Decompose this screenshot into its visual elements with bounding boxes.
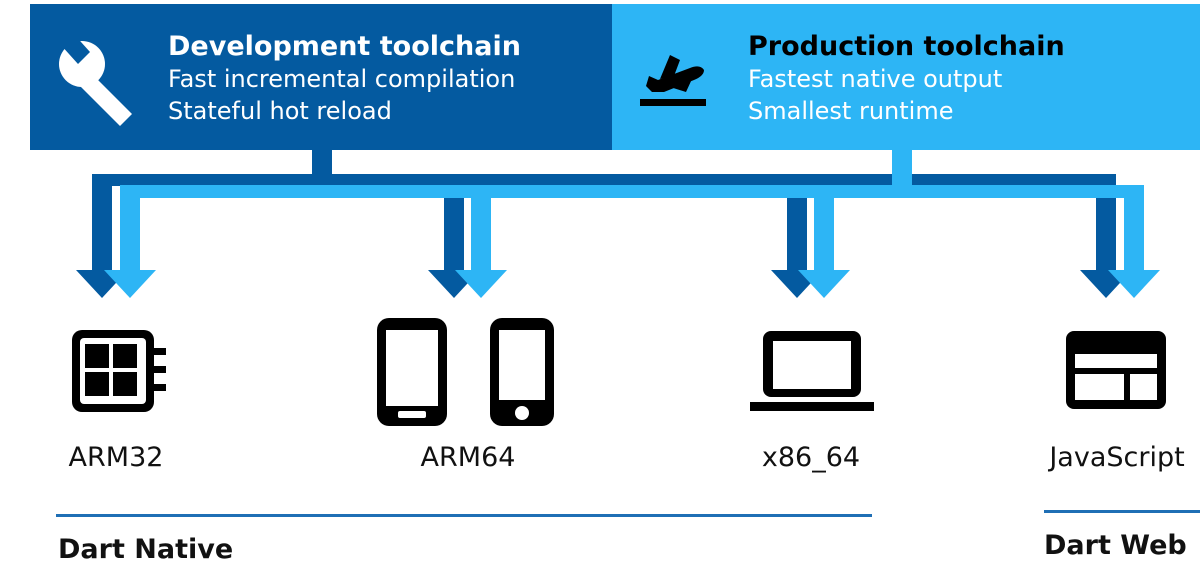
prod-toolchain-text: Production toolchain Fastest native outp…: [748, 31, 1065, 127]
dev-toolchain-text: Development toolchain Fast incremental c…: [168, 31, 521, 127]
dev-toolchain-line: Stateful hot reload: [168, 97, 392, 125]
group-label-dart-native: Dart Native: [58, 534, 234, 565]
prod-toolchain-box: [612, 4, 1200, 150]
target-label-x86-64: x86_64: [761, 442, 861, 473]
airplane-takeoff-icon: [640, 55, 706, 106]
chip-icon: [72, 330, 166, 412]
target-label-arm64: ARM64: [420, 442, 516, 473]
prod-toolchain-line: Fastest native output: [748, 65, 1003, 93]
dart-native-rule: [56, 514, 872, 517]
mobile-phones-icon: [377, 318, 554, 426]
target-label-arm32: ARM32: [68, 442, 164, 473]
dart-web-rule: [1044, 510, 1200, 513]
browser-window-icon: [1066, 331, 1166, 409]
prod-toolchain-title: Production toolchain: [748, 31, 1065, 62]
target-label-javascript: JavaScript: [1049, 442, 1185, 473]
group-label-dart-web: Dart Web: [1044, 530, 1187, 561]
dev-toolchain-title: Development toolchain: [168, 31, 521, 62]
dev-toolchain-line: Fast incremental compilation: [168, 65, 516, 93]
prod-toolchain-line: Smallest runtime: [748, 97, 954, 125]
dev-toolchain-box: [30, 4, 612, 150]
dev-flow-lines: [76, 150, 1132, 298]
laptop-icon: [750, 331, 874, 411]
wrench-icon: [59, 32, 132, 126]
prod-flow-lines: [104, 150, 1160, 298]
